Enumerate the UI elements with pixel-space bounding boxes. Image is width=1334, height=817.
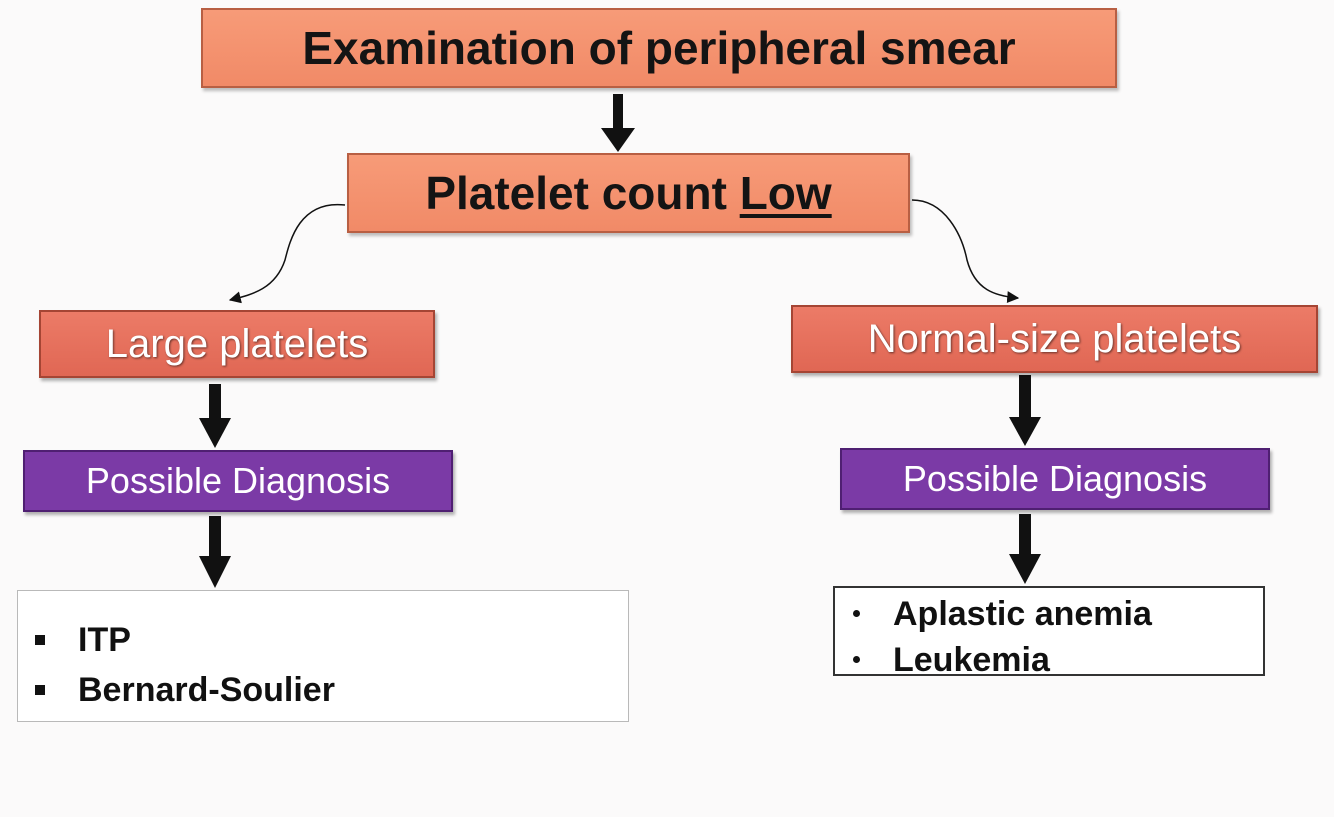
platelet-count-text: Platelet count Low xyxy=(425,166,831,220)
low-underlined-text: Low xyxy=(739,167,832,219)
square-bullet-icon xyxy=(35,685,45,695)
list-item: ITP xyxy=(18,615,628,665)
left-possible-diagnosis-box: Possible Diagnosis xyxy=(23,450,453,512)
platelet-count-box: Platelet count Low xyxy=(347,153,910,233)
normal-size-platelets-box: Normal-size platelets xyxy=(791,305,1318,373)
square-bullet-icon xyxy=(35,635,45,645)
left-diagnosis-list: ITP Bernard-Soulier xyxy=(17,590,629,722)
list-item-text: Leukemia xyxy=(893,641,1050,679)
platelet-count-prefix: Platelet count xyxy=(425,167,740,219)
title-text: Examination of peripheral smear xyxy=(302,22,1016,74)
arrow-right-diagnosis-to-list xyxy=(1009,514,1041,584)
right-possible-diagnosis-label: Possible Diagnosis xyxy=(902,458,1208,499)
list-item: Bernard-Soulier xyxy=(18,665,628,715)
arrow-left-diagnosis-to-list xyxy=(199,516,231,588)
arrow-title-to-platelet-count xyxy=(601,94,635,152)
list-item-text: ITP xyxy=(78,621,131,659)
right-possible-diagnosis-box: Possible Diagnosis xyxy=(840,448,1270,510)
large-platelets-box: Large platelets xyxy=(39,310,435,378)
title-box: Examination of peripheral smear xyxy=(201,8,1117,88)
left-possible-diagnosis-label: Possible Diagnosis xyxy=(85,460,391,501)
curved-arrow-to-normal-size-platelets xyxy=(911,199,1020,304)
normal-size-platelets-label: Normal-size platelets xyxy=(867,316,1242,361)
list-item-text: Bernard-Soulier xyxy=(78,671,335,709)
dot-bullet-icon xyxy=(853,610,860,617)
list-item-text: Aplastic anemia xyxy=(893,595,1152,633)
arrow-normal-size-platelets-to-diagnosis xyxy=(1009,375,1041,446)
dot-bullet-icon xyxy=(853,656,860,663)
list-item: Aplastic anemia xyxy=(835,591,1263,637)
arrow-large-platelets-to-diagnosis xyxy=(199,384,231,448)
large-platelets-label: Large platelets xyxy=(105,321,369,366)
right-diagnosis-list: Aplastic anemia Leukemia xyxy=(833,586,1265,679)
curved-arrow-to-large-platelets xyxy=(228,203,346,304)
list-item: Leukemia xyxy=(835,637,1263,683)
